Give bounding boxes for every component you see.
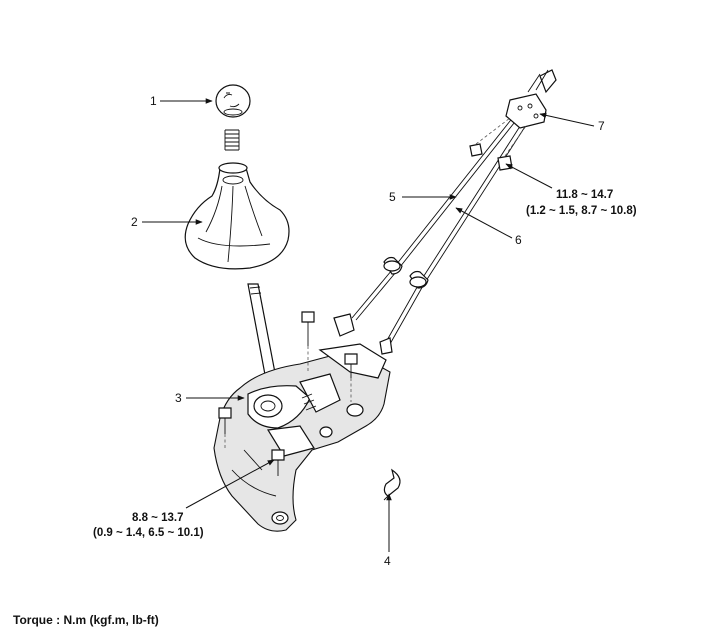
bracket-bolt-top (301, 311, 315, 372)
callout-2: 2 (131, 215, 138, 229)
cable-bracket (505, 69, 557, 129)
bracket-bolt-right (344, 353, 358, 402)
torque-bracket-line2: (0.9 ~ 1.4, 6.5 ~ 10.1) (93, 527, 204, 539)
torque-cable-line2: (1.2 ~ 1.5, 8.7 ~ 10.8) (526, 205, 637, 217)
torque-cable-line1: 11.8 ~ 14.7 (556, 189, 613, 201)
torque-unit-note: Torque : N.m (kgf.m, lb-ft) (13, 613, 159, 627)
shift-boot (184, 162, 290, 270)
callout-1: 1 (150, 94, 157, 108)
shift-cable (333, 115, 519, 337)
callout-3: 3 (175, 391, 182, 405)
callout-7: 7 (598, 119, 605, 133)
bracket-bolt-front (271, 449, 285, 476)
leader-torque-bracket (185, 459, 275, 509)
bracket-bolt-left (218, 407, 232, 448)
select-cable (379, 119, 529, 355)
callout-6: 6 (515, 233, 522, 247)
leader-6 (455, 207, 513, 239)
callout-4: 4 (384, 554, 391, 568)
leader-torque-cable (505, 163, 553, 189)
shift-knob (215, 84, 251, 118)
knob-spring (224, 129, 240, 151)
callout-5: 5 (389, 190, 396, 204)
retaining-clip (383, 468, 401, 501)
leader-7 (539, 112, 595, 127)
torque-bracket-line1: 8.8 ~ 13.7 (132, 512, 183, 524)
